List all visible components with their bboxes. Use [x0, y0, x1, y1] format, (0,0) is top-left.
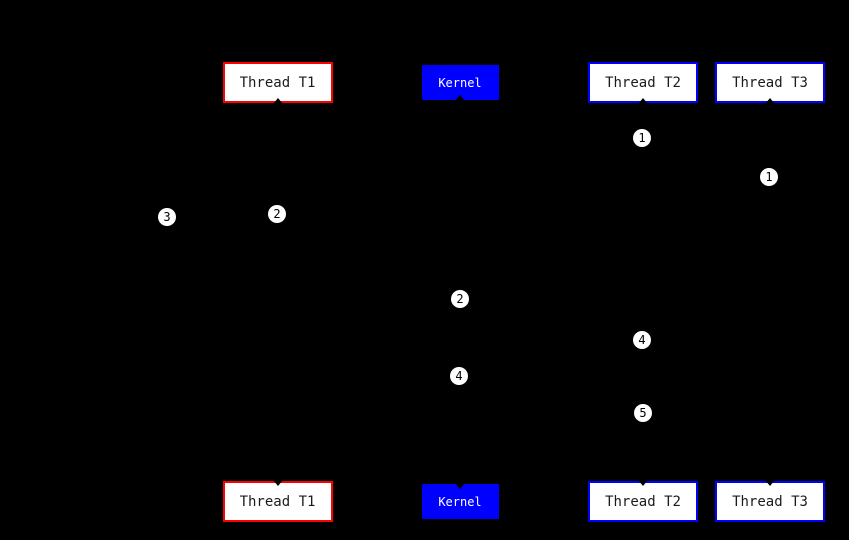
step-badge-number: 2	[273, 207, 281, 221]
lifeline-notch	[638, 480, 648, 486]
step-badge-number: 5	[639, 406, 647, 420]
participant-box-thread-t3-top: Thread T3	[715, 62, 825, 104]
lifeline-notch	[765, 98, 775, 104]
participant-box-thread-t1-bottom: Thread T1	[222, 480, 333, 522]
step-badge: 4	[633, 331, 651, 349]
step-badge-number: 4	[638, 333, 646, 347]
participant-box-thread-t2-bottom: Thread T2	[588, 480, 698, 522]
participant-label: Thread T1	[239, 74, 316, 91]
step-badge-number: 1	[765, 170, 773, 184]
step-badge-number: 4	[455, 369, 463, 383]
participant-box-thread-t3-bottom: Thread T3	[715, 480, 825, 522]
step-badge: 2	[268, 205, 286, 223]
participant-box-thread-t2-top: Thread T2	[588, 62, 698, 104]
participant-label: Thread T3	[732, 74, 808, 91]
step-badge-number: 2	[456, 292, 464, 306]
participant-label: Thread T3	[732, 493, 808, 510]
lifeline-notch	[455, 95, 465, 101]
participant-box-thread-t1-top: Thread T1	[222, 62, 333, 104]
lifeline-notch	[765, 480, 775, 486]
step-badge: 5	[634, 404, 652, 422]
step-badge: 1	[633, 129, 651, 147]
participant-label: Kernel	[438, 494, 482, 509]
step-badge-number: 1	[638, 131, 646, 145]
participant-box-kernel-top: Kernel	[421, 65, 499, 101]
step-badge: 3	[158, 208, 176, 226]
step-badge: 4	[450, 367, 468, 385]
step-badge-number: 3	[163, 210, 171, 224]
participant-label: Kernel	[438, 75, 482, 90]
participant-box-kernel-bottom: Kernel	[421, 483, 499, 519]
participant-label: Thread T2	[605, 493, 681, 510]
participant-label: Thread T2	[605, 74, 681, 91]
lifeline-notch	[272, 98, 283, 104]
lifeline-notch	[638, 98, 648, 104]
lifeline-notch	[455, 483, 465, 489]
lifeline-notch	[272, 480, 283, 486]
step-badge: 1	[760, 168, 778, 186]
step-badge: 2	[451, 290, 469, 308]
participant-label: Thread T1	[239, 493, 316, 510]
